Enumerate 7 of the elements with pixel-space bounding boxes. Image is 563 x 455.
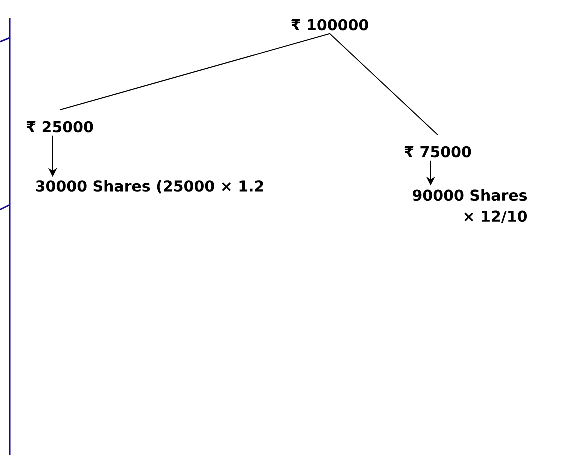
branch-line [60, 33, 330, 111]
handwritten-amount: ₹ 75000 [404, 146, 472, 158]
handwritten-amount: 30000 Shares (25000 × 1.2 [36, 180, 264, 194]
handwritten-amount: ₹ 25000 [26, 121, 94, 133]
handwritten-amount: 90000 Shares × 12/10 [413, 190, 528, 224]
handwritten-amount: ₹ 100000 [292, 19, 368, 31]
branch-line [330, 33, 438, 136]
